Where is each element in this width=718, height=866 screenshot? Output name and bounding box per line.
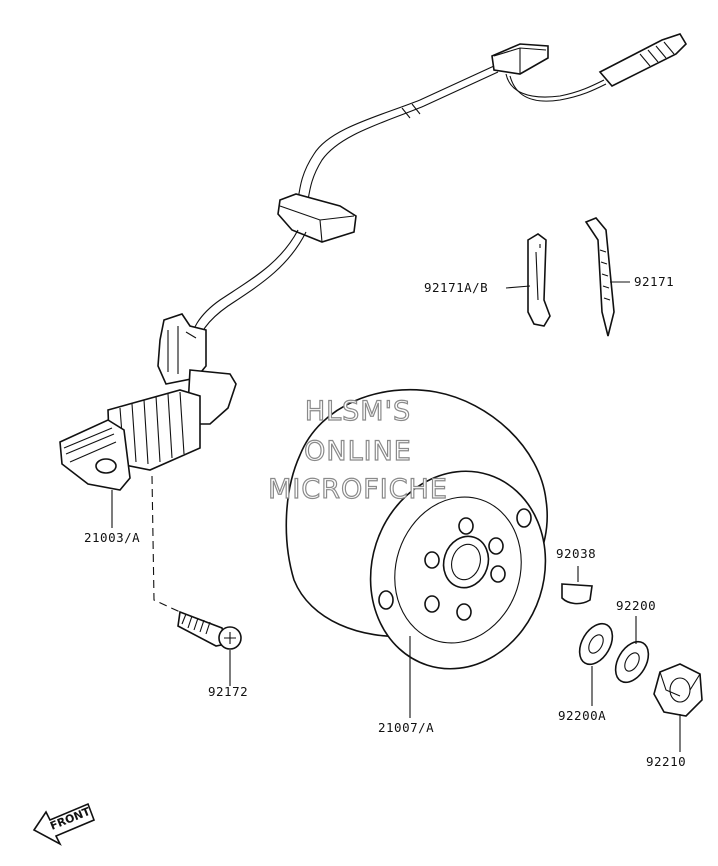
callout-92210: 92210 [646, 754, 686, 769]
washer-outer [614, 640, 650, 684]
callout-92200: 92200 [616, 598, 656, 613]
stator-assembly [59, 313, 237, 491]
nut-body [653, 663, 703, 717]
callout-21003-a: 21003/A [84, 530, 140, 545]
flywheel-rotor [285, 388, 548, 670]
washer-92200a [578, 622, 614, 666]
grommet-edge [279, 205, 355, 243]
rotor-hole-6 [424, 551, 440, 569]
cable-tie-92171ab [527, 233, 551, 327]
assembly-guide-line [151, 475, 181, 613]
nut-92210 [653, 663, 703, 717]
wire-lower-b [195, 231, 307, 351]
wire-segment-right-b [509, 75, 607, 102]
watermark-line-1: HLSM'S [305, 396, 411, 427]
cable-tie-92171 [584, 217, 615, 337]
rotor-hole-4 [456, 603, 472, 621]
washer-a-outer [578, 622, 614, 666]
callout-21007-a: 21007/A [378, 720, 434, 735]
callout-92038: 92038 [556, 546, 596, 561]
watermark-line-3: MICROFICHE [268, 474, 448, 505]
callout-92171: 92171 [634, 274, 674, 289]
plug-grip-lines [639, 41, 675, 67]
tie-clip [527, 233, 551, 327]
watermark-line-2: ONLINE [304, 436, 412, 467]
nut-edges [659, 671, 701, 697]
tie-strap [584, 217, 615, 337]
callout-92172: 92172 [208, 684, 248, 699]
bullet-plug [598, 33, 688, 87]
flywheel-bore [451, 543, 481, 581]
rotor-hole-1 [458, 517, 474, 535]
screw-92172 [177, 610, 242, 650]
rotor-hole-8 [516, 508, 532, 528]
woodruff-key [561, 583, 593, 605]
bracket-detail [167, 326, 197, 374]
wire-main-b [307, 71, 499, 201]
wire-main-a [297, 65, 495, 201]
wire-grommet [277, 193, 357, 243]
screw-thread [181, 613, 211, 635]
washer-hole [624, 652, 640, 672]
tie-clip-slot [535, 244, 541, 301]
watermark: HLSM'S ONLINE MICROFICHE [267, 395, 448, 505]
wire-break [401, 103, 421, 119]
rotor-hole-2 [488, 537, 504, 555]
mounting-hole [95, 458, 117, 474]
screw-cross [224, 632, 236, 644]
callout-92171a-b: 92171A/B [424, 280, 488, 295]
front-arrow-icon [32, 802, 96, 846]
wire-harness [187, 33, 688, 351]
flywheel-inner-ring [394, 496, 522, 644]
shoe-laminations [63, 427, 117, 463]
connector-edge [493, 47, 547, 74]
callout-92200a: 92200A [558, 708, 606, 723]
tie-strap-teeth [599, 249, 611, 301]
coil-shoe [59, 419, 131, 491]
front-direction-indicator: FRONT [32, 802, 96, 846]
rotor-hole-3 [490, 565, 506, 583]
washer-92200 [614, 640, 650, 684]
leader-lines [111, 281, 681, 752]
rotor-hole-5 [424, 595, 440, 613]
rotor-hole-7 [378, 590, 394, 610]
washer-a-hole [588, 634, 604, 654]
wire-segment-right [505, 73, 605, 98]
leader-92171ab [505, 285, 531, 289]
